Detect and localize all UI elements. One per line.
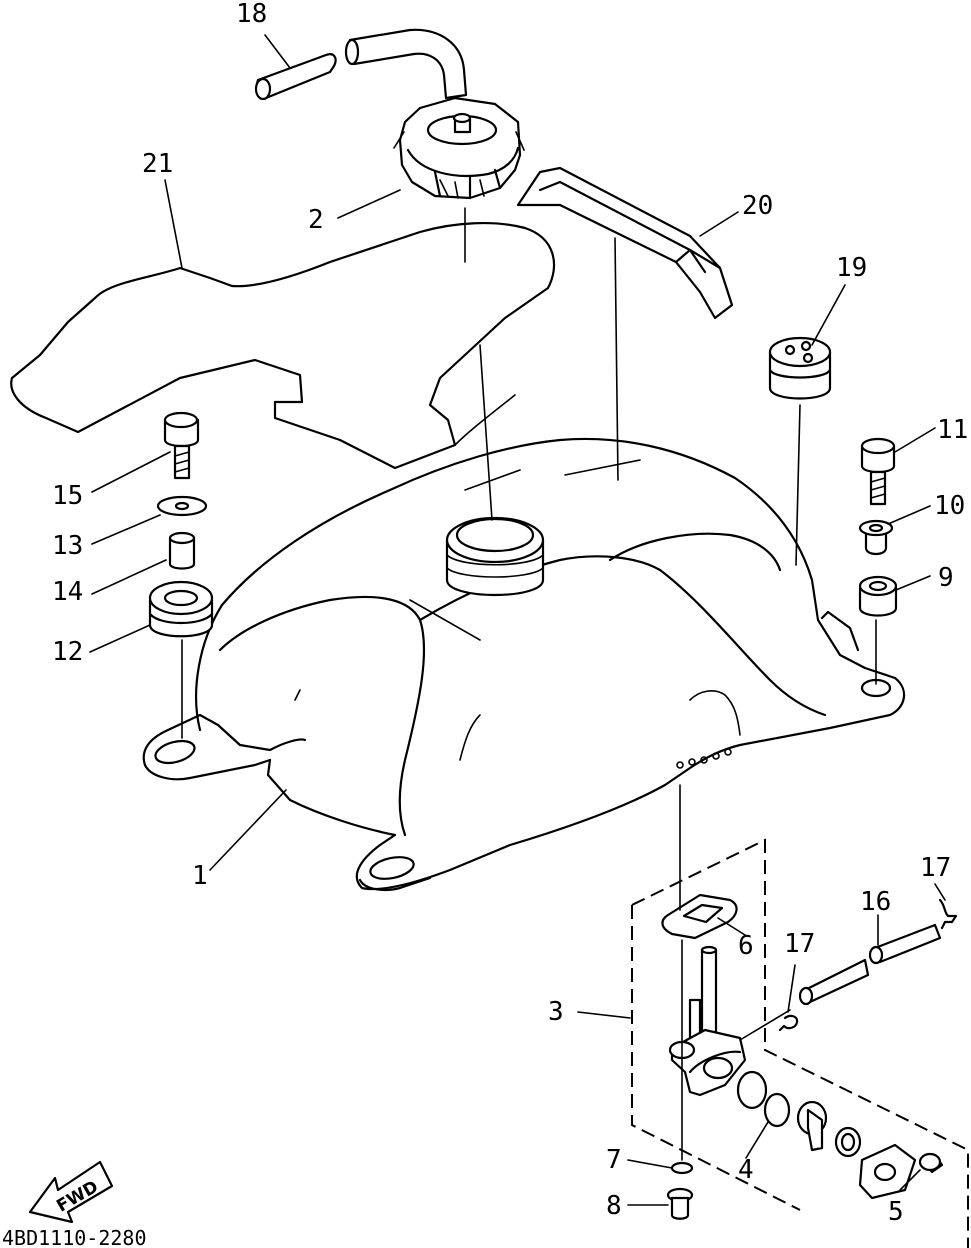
callout-5: 5: [888, 1197, 904, 1227]
callout-9: 9: [938, 563, 954, 593]
callout-17-lower: 17: [784, 929, 815, 959]
leader-lines: [89, 34, 946, 1206]
lever-plate: [858, 1143, 917, 1200]
callout-4: 4: [738, 1155, 754, 1185]
callout-16: 16: [860, 887, 891, 917]
part-9-damper: [858, 575, 898, 617]
part-17-clip-lower: [778, 1014, 799, 1032]
callout-20: 20: [742, 191, 773, 221]
part-5-screw: [918, 1152, 944, 1174]
alignment-lines: [181, 207, 877, 1161]
lever-assembly: [796, 1100, 862, 1158]
part-11-bolt: [860, 437, 896, 506]
callout-15: 15: [52, 481, 83, 511]
part-10-collar: [858, 519, 894, 556]
callout-1: 1: [192, 861, 208, 891]
part-6-gasket: [661, 893, 738, 940]
part-1-fuel-tank: [142, 437, 906, 891]
forward-direction-arrow: FWD: [28, 1160, 114, 1224]
callout-11: 11: [937, 415, 968, 445]
callout-3: 3: [548, 997, 564, 1027]
part-18-breather-hose: [254, 28, 468, 101]
part-4-packing: [736, 1070, 791, 1128]
callout-labels: 18 21 2 20 19 11 10 9 15 13 14 12 1 17 1…: [52, 0, 968, 1227]
part-17-clip-upper: [938, 898, 958, 930]
callout-12: 12: [52, 637, 83, 667]
callout-18: 18: [236, 0, 267, 29]
callout-21: 21: [142, 149, 173, 179]
part-7-o-ring: [670, 1161, 694, 1175]
fuel-cock-body: [668, 945, 747, 1097]
part-21-tank-pad: [10, 222, 556, 470]
part-2-fuel-cap: [393, 96, 525, 200]
part-16-fuel-hose: [798, 923, 942, 1006]
part-15-bolt: [163, 411, 200, 480]
part-20-rubber-strap: [516, 166, 734, 320]
part-8-drain-screw: [666, 1187, 694, 1220]
drawing-code: 4BD1110-2280: [2, 1226, 147, 1248]
part-14-collar: [168, 531, 196, 570]
part-3-fuel-cock-assembly: [631, 838, 969, 1248]
callout-19: 19: [836, 253, 867, 283]
callout-10: 10: [934, 491, 965, 521]
part-19-grommet: [768, 336, 832, 400]
callout-8: 8: [606, 1191, 622, 1221]
callout-2: 2: [308, 205, 324, 235]
part-12-damper: [148, 580, 214, 638]
callout-17-upper: 17: [920, 853, 951, 883]
callout-14: 14: [52, 577, 83, 607]
callout-7: 7: [606, 1145, 622, 1175]
callout-13: 13: [52, 531, 83, 561]
part-13-washer: [156, 495, 208, 517]
callout-6: 6: [738, 931, 754, 961]
